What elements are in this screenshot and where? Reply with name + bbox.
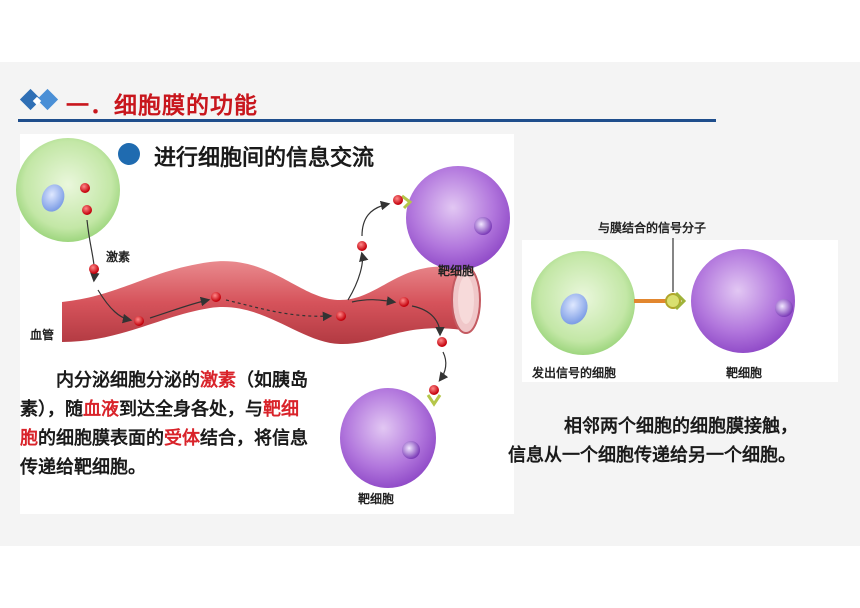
bullet-icon xyxy=(118,143,140,165)
label-target-cell-bottom: 靶细胞 xyxy=(358,492,395,506)
text-segment: 到达全身各处，与 xyxy=(119,399,263,420)
label-target-cell-top: 靶细胞 xyxy=(438,264,475,278)
hormone-molecule xyxy=(393,195,403,205)
hormone-molecule xyxy=(80,183,90,193)
highlight-segment: 靶细胞 xyxy=(20,399,299,449)
text-segment: 的细胞膜表面的 xyxy=(38,428,164,449)
page-title: 一．细胞膜的功能 xyxy=(66,93,258,119)
left-paragraph: 内分泌细胞分泌的激素（如胰岛素），随血液到达全身各处，与靶细胞的细胞膜表面的受体… xyxy=(20,366,314,482)
label-hormone: 激素 xyxy=(106,250,131,264)
text-segment: 内分泌细胞分泌的 xyxy=(56,370,200,391)
contact-signaling-diagram xyxy=(531,238,795,355)
hormone-molecule xyxy=(211,292,221,302)
target-cell-bottom xyxy=(340,385,442,488)
label-blood-vessel: 血管 xyxy=(30,328,55,342)
highlight-segment: 受体 xyxy=(164,428,200,449)
text-segment: 结合，将信息传递给靶细胞。 xyxy=(20,428,308,478)
hormone-molecule xyxy=(82,205,92,215)
blood-vessel xyxy=(62,261,481,345)
hormone-molecule xyxy=(134,316,144,326)
endocrine-cell xyxy=(16,138,120,242)
hormone-molecule xyxy=(429,385,439,395)
text-segment: （如胰岛素），随 xyxy=(20,370,308,420)
hormone-molecule xyxy=(89,264,99,274)
label-signal-cell: 发出信号的细胞 xyxy=(532,366,617,380)
hormone-molecule xyxy=(357,241,367,251)
highlight-segment: 血液 xyxy=(83,399,119,420)
hormone-molecule xyxy=(399,297,409,307)
highlight-segment: 激素 xyxy=(200,370,236,391)
contact-target-cell xyxy=(691,249,795,353)
target-cell-top xyxy=(393,166,510,270)
title-divider xyxy=(18,119,716,122)
hormone-molecule xyxy=(336,311,346,321)
label-signal-molecule: 与膜结合的信号分子 xyxy=(598,221,707,235)
hormone-molecule xyxy=(437,337,447,347)
section-subtitle: 进行细胞间的信息交流 xyxy=(154,146,375,171)
right-paragraph: 相邻两个细胞的细胞膜接触，信息从一个细胞传递给另一个细胞。 xyxy=(508,416,798,466)
label-contact-target-cell: 靶细胞 xyxy=(726,366,763,380)
signal-molecule xyxy=(665,293,681,309)
